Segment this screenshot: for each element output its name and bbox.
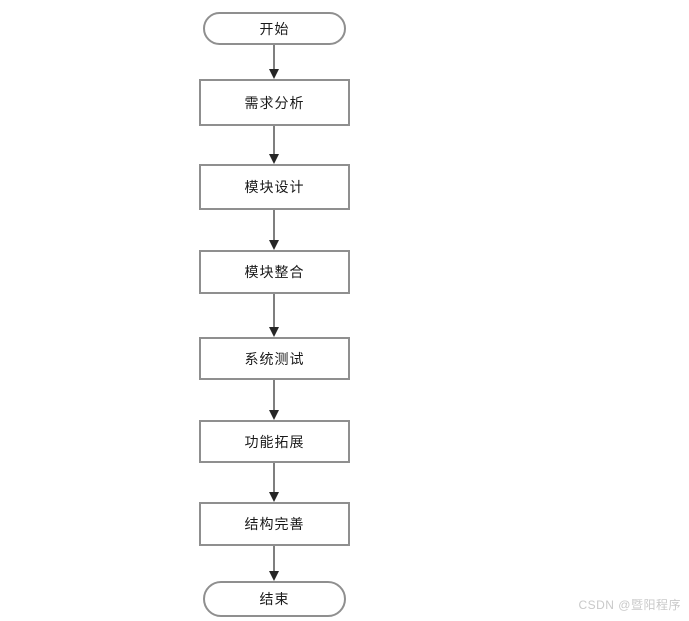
flow-node-module-integration: 模块整合 <box>199 250 350 294</box>
arrow-shaft <box>273 210 275 242</box>
arrow-shaft <box>273 294 275 329</box>
arrowhead-icon <box>269 154 279 164</box>
arrowhead-icon <box>269 410 279 420</box>
flow-arrow <box>268 210 280 250</box>
flow-arrow <box>268 45 280 79</box>
flow-node-module-design: 模块设计 <box>199 164 350 210</box>
arrow-shaft <box>273 463 275 494</box>
flow-arrow <box>268 546 280 581</box>
flow-node-requirements-analysis: 需求分析 <box>199 79 350 126</box>
arrow-shaft <box>273 380 275 412</box>
flow-node-start: 开始 <box>203 12 346 45</box>
arrowhead-icon <box>269 240 279 250</box>
flow-node-feature-expansion: 功能拓展 <box>199 420 350 463</box>
flow-arrow <box>268 294 280 337</box>
arrowhead-icon <box>269 571 279 581</box>
arrowhead-icon <box>269 69 279 79</box>
arrow-shaft <box>273 126 275 156</box>
arrowhead-icon <box>269 327 279 337</box>
arrow-shaft <box>273 45 275 71</box>
flow-arrow <box>268 380 280 420</box>
flow-node-system-testing: 系统测试 <box>199 337 350 380</box>
flow-arrow <box>268 463 280 502</box>
arrowhead-icon <box>269 492 279 502</box>
watermark: CSDN @暨阳程序 <box>578 598 681 612</box>
flow-node-end: 结束 <box>203 581 346 617</box>
flow-arrow <box>268 126 280 164</box>
arrow-shaft <box>273 546 275 573</box>
flow-node-structure-improvement: 结构完善 <box>199 502 350 546</box>
